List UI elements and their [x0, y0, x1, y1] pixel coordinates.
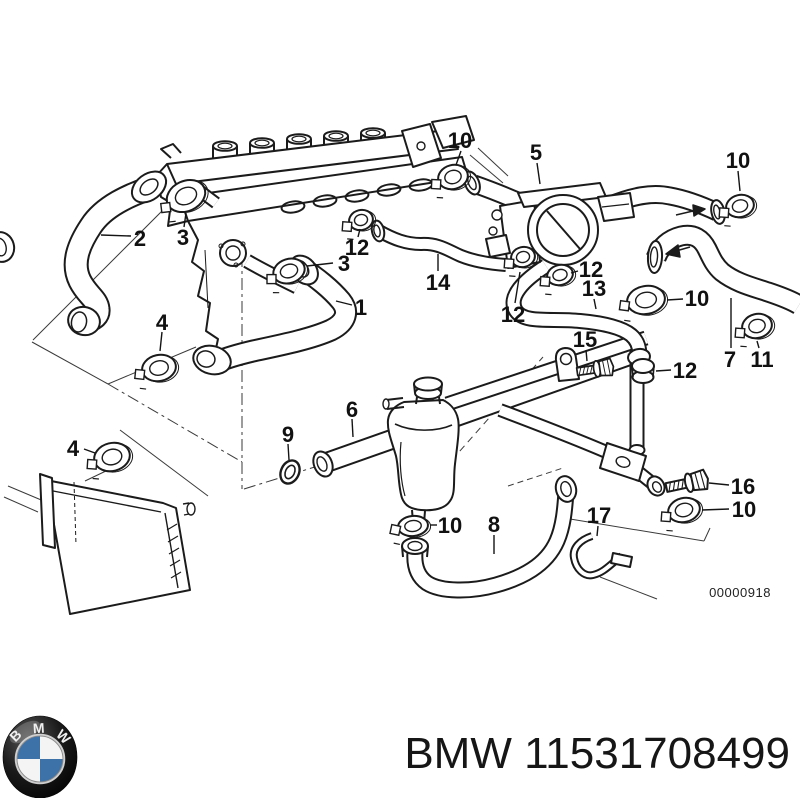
callout-leader	[596, 525, 599, 537]
part-label-6: 6	[346, 397, 358, 422]
callout-leader	[570, 270, 579, 274]
part-label-16: 16	[731, 474, 755, 499]
callout-leader	[737, 170, 741, 192]
callout-leader	[708, 482, 730, 486]
callout-leader	[287, 443, 290, 461]
callout-leader	[100, 234, 132, 237]
hose-clamp-icon	[618, 284, 669, 322]
part-label-3: 3	[177, 225, 189, 250]
part-label-11: 11	[750, 347, 773, 372]
pipe-flange	[599, 442, 647, 482]
part-label-14: 14	[426, 270, 451, 295]
roundel-quadrant-white	[40, 736, 63, 759]
o-ring	[279, 459, 301, 485]
roundel-quadrant-blue	[17, 736, 40, 759]
part-label-10: 10	[438, 513, 462, 538]
logo-letter-m: M	[32, 720, 44, 737]
callout-leader	[159, 331, 163, 352]
part-label-10: 10	[685, 286, 709, 311]
callout-leader	[536, 162, 541, 185]
callout-leader	[655, 369, 672, 372]
part-number-text: BMW 11531708499	[404, 729, 790, 778]
part-label-5: 5	[530, 140, 542, 165]
callout-leader	[593, 298, 597, 310]
callout-leader	[455, 150, 462, 166]
part-label-4: 4	[67, 436, 80, 461]
roundel-highlight	[9, 720, 41, 744]
hose-clamp-icon	[734, 312, 776, 348]
part-label-12: 12	[345, 235, 369, 260]
bracket-foot	[610, 552, 633, 568]
pipe-fittings	[382, 347, 666, 528]
callout-leader	[306, 262, 334, 267]
construction-lines	[3, 147, 711, 600]
part-label-2: 2	[134, 226, 146, 251]
hose-clamp-icon	[389, 514, 432, 546]
hose-clamp-icon	[503, 245, 539, 277]
part-label-15: 15	[573, 327, 597, 352]
hose-clamp-icon	[86, 441, 134, 480]
callout-leader	[666, 298, 684, 301]
callout-leader	[701, 508, 730, 511]
callout-leader	[183, 212, 187, 228]
callout-leader	[756, 340, 760, 349]
part-label-10: 10	[726, 148, 750, 173]
hose-clamp-icon	[159, 178, 209, 223]
hose-clamp-icon	[430, 163, 472, 199]
callout-leader	[335, 300, 353, 306]
callout-leader	[351, 418, 354, 438]
part-label-10: 10	[448, 128, 472, 153]
part-label-13: 13	[582, 276, 606, 301]
hose-clamp-icon	[341, 208, 377, 240]
callout-leader	[585, 349, 588, 362]
callout-leader	[514, 271, 521, 304]
part-label-1: 1	[355, 295, 367, 320]
hex-bolt-icon	[664, 468, 709, 493]
part-label-12: 12	[673, 358, 697, 383]
bolts	[575, 357, 709, 493]
grommet	[631, 358, 655, 384]
callout-leader	[357, 228, 361, 238]
part-label-3: 3	[338, 251, 350, 276]
part-label-12: 12	[501, 302, 525, 327]
roundel-quadrant-white	[17, 759, 40, 782]
roundel-quadrant-blue	[40, 759, 63, 782]
part-label-9: 9	[282, 422, 294, 447]
radiator	[39, 473, 196, 615]
hose-clamps	[86, 163, 776, 546]
callout-leader	[83, 448, 96, 454]
engine-cylinder-head	[156, 115, 475, 359]
part-label-7: 7	[724, 347, 736, 372]
hose-clamp-icon	[718, 193, 758, 227]
part-label-8: 8	[488, 512, 500, 537]
part-label-10: 10	[732, 497, 756, 522]
hose-clamp-icon	[134, 353, 180, 390]
part-label-17: 17	[587, 503, 611, 528]
hose-clamp-icon	[539, 263, 577, 296]
bmw-logo: B M W	[1, 714, 79, 799]
part-label-12: 12	[579, 257, 603, 282]
hose-clamp-icon	[266, 257, 309, 294]
hex-bolt-icon	[575, 357, 615, 378]
part-label-4: 4	[156, 310, 169, 335]
flow-arrow-icon	[665, 204, 706, 258]
hose-clamp-icon	[660, 496, 704, 532]
coolant-hoses	[63, 176, 800, 599]
diagram-number: 00000918	[709, 585, 771, 600]
